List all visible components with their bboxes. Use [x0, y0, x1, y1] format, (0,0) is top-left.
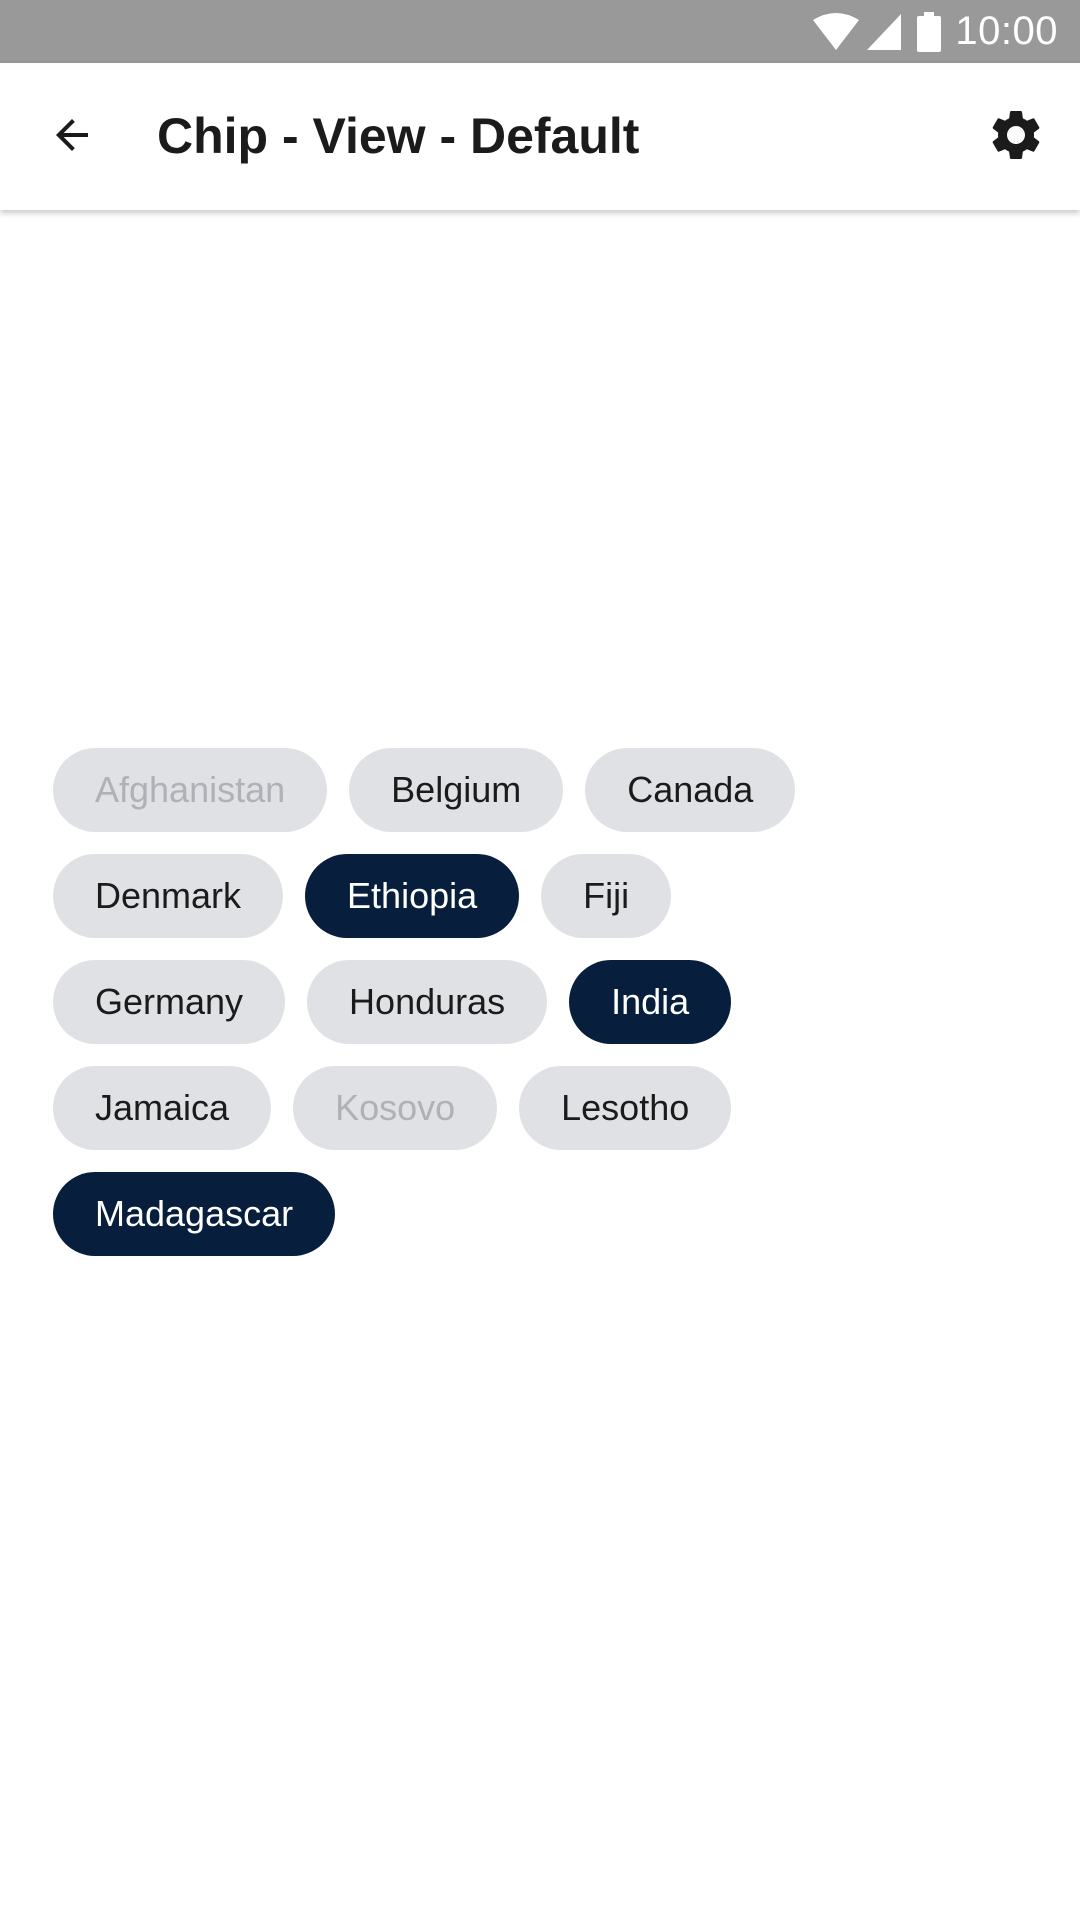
- chip-row: Germany Honduras India: [53, 960, 1033, 1044]
- chip-honduras[interactable]: Honduras: [307, 960, 548, 1044]
- chip-row: Madagascar: [53, 1172, 1033, 1256]
- arrow-back-icon: [48, 111, 96, 164]
- chip-kosovo: Kosovo: [293, 1066, 498, 1150]
- chip-ethiopia[interactable]: Ethiopia: [305, 854, 520, 938]
- settings-button[interactable]: [980, 101, 1052, 173]
- chip-row: Afghanistan Belgium Canada: [53, 748, 1033, 832]
- chip-group: Afghanistan Belgium Canada Denmark Ethio…: [53, 748, 1033, 1278]
- chip-belgium[interactable]: Belgium: [349, 748, 564, 832]
- chip-india[interactable]: India: [569, 960, 732, 1044]
- chip-canada[interactable]: Canada: [585, 748, 796, 832]
- chip-germany[interactable]: Germany: [53, 960, 286, 1044]
- cellular-signal-icon: [865, 12, 903, 52]
- app-bar: Chip - View - Default: [0, 63, 1080, 210]
- chip-lesotho[interactable]: Lesotho: [519, 1066, 732, 1150]
- battery-icon: [917, 11, 942, 52]
- chip-row: Denmark Ethiopia Fiji: [53, 854, 1033, 938]
- chip-afghanistan: Afghanistan: [53, 748, 328, 832]
- gear-icon: [986, 105, 1046, 170]
- wifi-icon: [811, 12, 861, 52]
- chip-denmark[interactable]: Denmark: [53, 854, 284, 938]
- page-title: Chip - View - Default: [157, 108, 640, 164]
- chip-fiji[interactable]: Fiji: [541, 854, 672, 938]
- status-bar: 10:00: [0, 0, 1080, 63]
- status-icons: 10:00: [811, 0, 1058, 63]
- back-button[interactable]: [38, 103, 106, 171]
- status-time: 10:00: [955, 9, 1058, 53]
- chip-jamaica[interactable]: Jamaica: [53, 1066, 272, 1150]
- chip-madagascar[interactable]: Madagascar: [53, 1172, 336, 1256]
- chip-row: Jamaica Kosovo Lesotho: [53, 1066, 1033, 1150]
